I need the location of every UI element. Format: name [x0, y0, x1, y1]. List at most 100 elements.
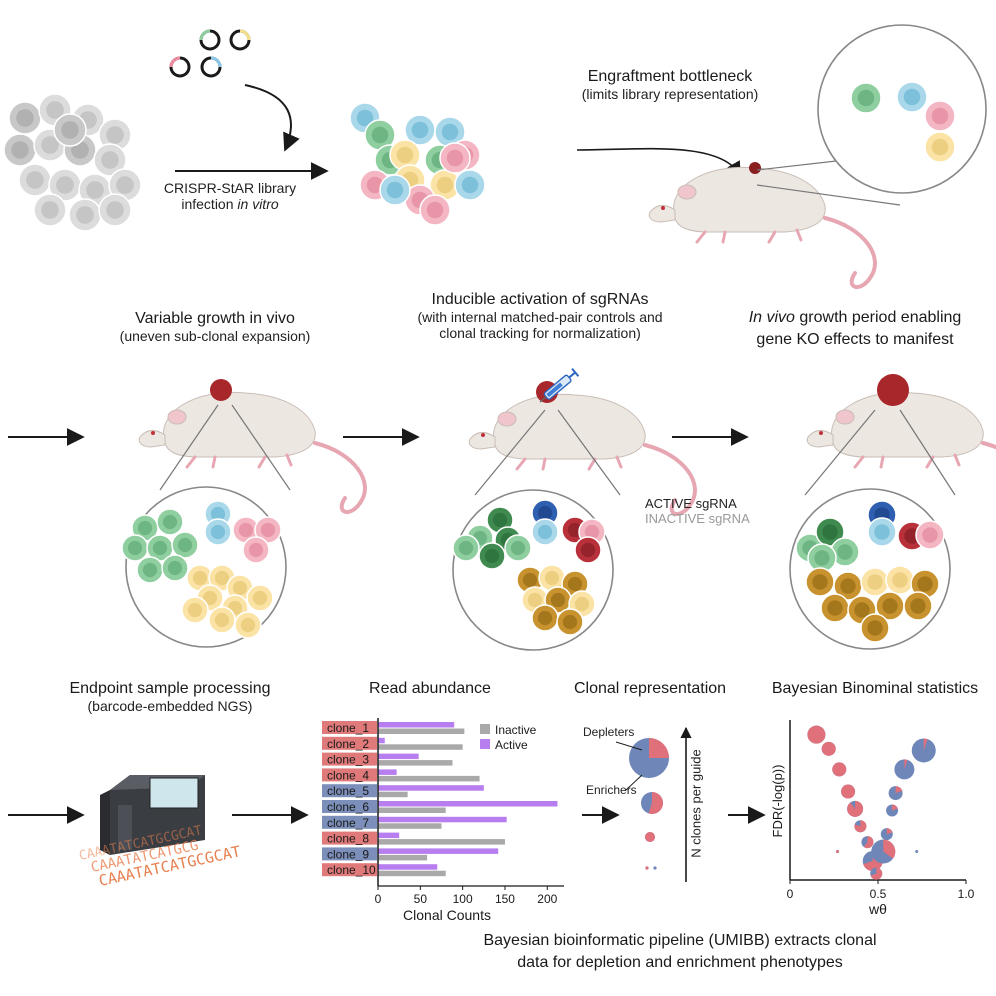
clone-label: clone_10 [327, 863, 376, 877]
clone-label: clone_7 [327, 816, 369, 830]
cell-nucleus [874, 524, 890, 540]
x-tick-label: 50 [414, 892, 428, 906]
cell-nucleus [177, 537, 193, 553]
growth-period-label: In vivo growth period enabling gene KO e… [748, 309, 962, 348]
cell-nucleus [584, 524, 600, 540]
bar-inactive [378, 854, 428, 861]
x-tick-label: 0 [787, 887, 794, 901]
cell-nucleus [854, 602, 870, 618]
infected-cell-cluster [349, 102, 486, 226]
cell-nucleus [192, 570, 208, 586]
clone-pie-slice [648, 792, 664, 814]
cell-nucleus [101, 151, 119, 169]
cell-nucleus [574, 596, 590, 612]
x-tick-label: 200 [537, 892, 557, 906]
cell-nucleus [840, 578, 856, 594]
cell-nucleus [210, 524, 226, 540]
cell-nucleus [167, 560, 183, 576]
cell-nucleus [922, 527, 938, 543]
cell-nucleus [11, 141, 29, 159]
cell-nucleus [537, 505, 553, 521]
clone-label: clone_5 [327, 784, 369, 798]
scatter-point-slice [863, 836, 874, 849]
x-axis-label: Clonal Counts [403, 907, 491, 923]
cell-nucleus [411, 121, 429, 139]
cell-nucleus [116, 176, 134, 194]
cell-nucleus [252, 590, 268, 606]
cell-nucleus [162, 514, 178, 530]
depleters-pointer [615, 741, 643, 751]
variable-growth-label: Variable growth in vivo (uneven sub-clon… [119, 310, 311, 344]
cell-nucleus [492, 512, 508, 528]
scatter-point-slice [847, 800, 864, 817]
cell-nucleus [814, 550, 830, 566]
cell-nucleus [484, 548, 500, 564]
clone-label: clone_3 [327, 753, 369, 767]
scatter-point-slice [870, 867, 883, 880]
cell-nucleus [522, 572, 538, 588]
scatter-point-slice [821, 741, 836, 756]
cell-nucleus [240, 617, 256, 633]
clone-label: clone_1 [327, 721, 369, 735]
read-abundance-chart: clone_1clone_2clone_3clone_4clone_5clone… [322, 718, 564, 923]
cell-nucleus [386, 181, 404, 199]
scatter-point-slice [854, 820, 867, 833]
cell-nucleus [436, 176, 454, 194]
bar-active [378, 864, 438, 870]
cell-nucleus [86, 181, 104, 199]
cell-nucleus [366, 176, 384, 194]
engraftment-arrow [576, 147, 741, 177]
bar-active [378, 753, 419, 760]
activation-label: Inducible activation of sgRNAs (with int… [417, 291, 663, 341]
cell-nucleus [903, 88, 921, 106]
cell-nucleus [41, 201, 59, 219]
scatter-point-slice [923, 738, 928, 751]
cell-nucleus [827, 600, 843, 616]
syringe-icon [539, 367, 580, 403]
cell-nucleus [46, 101, 64, 119]
cell-nucleus [214, 612, 230, 628]
x-axis-label: wθ [868, 901, 887, 917]
clone-label-bg [322, 800, 377, 813]
cell-nucleus [822, 524, 838, 540]
depleters-label: Depleters [583, 725, 635, 739]
clone-label-bg [322, 847, 377, 861]
bar-inactive [378, 791, 408, 798]
scatter-point-slice [886, 828, 893, 835]
cell-nucleus [142, 562, 158, 578]
cell-nucleus [857, 89, 875, 107]
mouse-engraftment [647, 162, 877, 290]
bar-inactive [378, 839, 505, 845]
mouse-variable-growth [137, 379, 367, 515]
clone-pie-slice [645, 866, 649, 870]
clone-label: clone_8 [327, 832, 369, 846]
cell-nucleus [202, 590, 218, 606]
sgrna-legend: ACTIVE sgRNA INACTIVE sgRNA [645, 496, 750, 526]
cell-nucleus [214, 570, 230, 586]
legend-inactive-swatch [480, 724, 490, 734]
cell-nucleus [106, 201, 124, 219]
bar-inactive [378, 728, 465, 734]
clone-pie-slice [649, 738, 669, 758]
cell-nucleus [837, 544, 853, 560]
read-abundance-title: Read abundance [369, 680, 491, 697]
cell-nucleus [371, 126, 389, 144]
x-tick-label: 100 [453, 892, 473, 906]
clonal-representation-panel [615, 726, 692, 882]
cell-nucleus [16, 109, 34, 127]
bar-active [378, 722, 455, 728]
clone-label: clone_6 [327, 800, 369, 814]
bar-active [378, 848, 499, 854]
bar-inactive [378, 775, 480, 782]
cell-nucleus [580, 542, 596, 558]
scatter-point-slice [832, 762, 847, 777]
cell-nucleus [931, 138, 949, 156]
clone-label-bg [322, 721, 377, 734]
cell-nucleus [917, 576, 933, 592]
scatter-point [915, 850, 919, 854]
infection-label: CRISPR-StAR library infection in vitro [163, 180, 297, 212]
clone-label-bg [322, 863, 377, 877]
legend-inactive-label: Inactive [495, 723, 537, 737]
cell-nucleus [26, 171, 44, 189]
